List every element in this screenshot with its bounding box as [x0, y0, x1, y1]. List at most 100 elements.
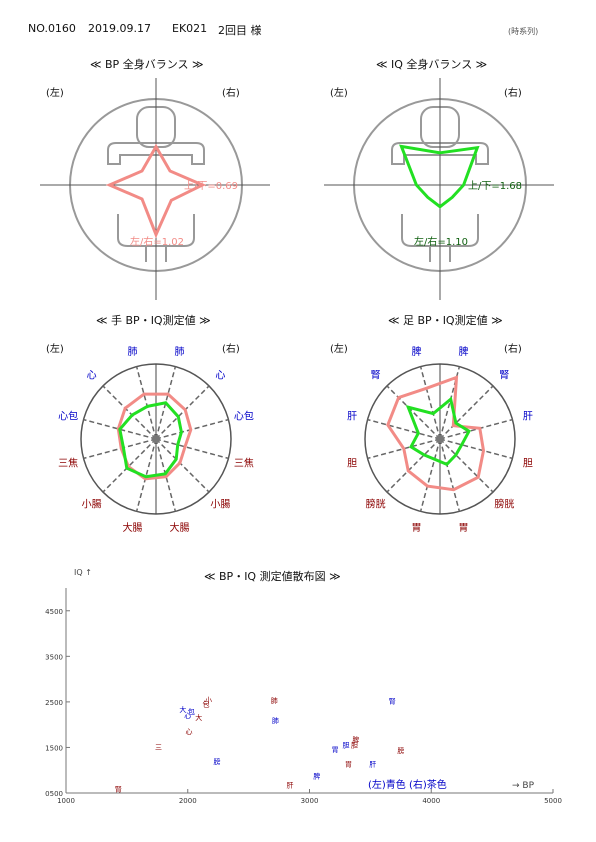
bp-ratio-updown: 上/下=0.69: [184, 180, 238, 192]
radar-axis-label: 肺: [175, 346, 185, 358]
scatter-point: 包: [203, 699, 210, 708]
x-tick-label: 4000: [422, 797, 440, 805]
radar-axis-label: 心包: [234, 409, 254, 422]
scatter-point: 胆: [351, 741, 358, 749]
radar-axis-line: [439, 366, 461, 440]
radar-axis-label: 胃: [459, 522, 469, 534]
iq-balance-title: ≪ IQ 全身バランス ≫: [376, 58, 488, 71]
scatter-point: 大: [179, 705, 186, 714]
radar-axis-label: 三焦: [234, 457, 254, 470]
radar-axis-line: [439, 418, 513, 440]
radar-axis-line: [439, 438, 461, 512]
scatter-title: ≪ BP・IQ 測定値散布図 ≫: [204, 570, 341, 583]
radar-axis-label: 膀胱: [494, 497, 514, 510]
radar-axis-line: [439, 438, 513, 460]
radar-axis-line: [367, 438, 441, 460]
scatter-point: 胆: [343, 741, 350, 749]
scatter-point: 心: [184, 712, 191, 720]
hand-right-label: (右): [222, 344, 240, 355]
iq-balance-polygon: [399, 144, 480, 209]
foot-title: ≪ 足 BP・IQ測定値 ≫: [388, 314, 503, 327]
scatter-point: 小: [205, 695, 212, 704]
radar-axis-line: [155, 366, 177, 440]
x-tick-label: 5000: [544, 797, 562, 805]
hand-left-label: (左): [46, 344, 64, 355]
scatter-point: 肝: [287, 782, 294, 790]
bp-balance-title: ≪ BP 全身バランス ≫: [90, 58, 204, 71]
radar-axis-label: 大腸: [122, 521, 142, 534]
radar-axis-line: [155, 438, 177, 512]
radar-axis-line: [135, 438, 157, 512]
iq-right-label: (右): [504, 88, 522, 99]
radar-axis-label: 腎: [371, 370, 381, 382]
x-tick-label: 2000: [179, 797, 197, 805]
radar-axis-label: 心: [87, 370, 97, 382]
radar-axis-line: [102, 438, 157, 493]
y-axis-label: IQ ↑: [74, 568, 92, 577]
radar-axis-line: [439, 438, 494, 493]
scatter-point: 腎: [115, 785, 122, 794]
radar-series-bp: [386, 375, 486, 492]
bp-ratio-leftright: 左/右=1.02: [130, 235, 184, 248]
scatter-point: 肝: [369, 761, 376, 769]
radar-series-iq: [118, 401, 183, 479]
radar-axis-label: 胆: [347, 458, 357, 470]
radar-axis-label: 膀胱: [366, 497, 386, 510]
record-code: EK021: [172, 22, 208, 35]
scatter-point: 心: [185, 728, 192, 736]
scatter-point: 胃: [345, 761, 352, 769]
radar-axis-label: 脾: [411, 345, 421, 358]
radar-axis-label: 胃: [411, 522, 421, 534]
y-tick-label: 3500: [45, 653, 63, 661]
radar-axis-label: 肝: [523, 410, 533, 422]
radar-axis-label: 三焦: [58, 457, 78, 470]
hand-title: ≪ 手 BP・IQ測定値 ≫: [96, 314, 211, 327]
scatter-point: 胃: [332, 746, 339, 754]
scatter-point: 脾: [352, 735, 359, 744]
scatter-legend: (左)青色 (右)茶色: [368, 778, 447, 791]
x-axis-label: → BP: [512, 781, 535, 791]
iq-ratio-leftright: 左/右=1.10: [414, 235, 468, 248]
radar-axis-line: [386, 385, 441, 440]
radar-axis-line: [83, 418, 157, 440]
x-tick-label: 3000: [301, 797, 319, 805]
header-note: (時系列): [508, 27, 539, 36]
radar-axis-line: [135, 366, 157, 440]
bp-right-label: (右): [222, 88, 240, 99]
foot-left-label: (左): [330, 344, 348, 355]
scatter-point: 包: [188, 707, 195, 716]
bp-left-label: (左): [46, 88, 64, 99]
iq-left-label: (左): [330, 88, 348, 99]
radar-axis-label: 心: [215, 370, 225, 382]
radar-axis-line: [367, 418, 441, 440]
radar-axis-line: [419, 366, 441, 440]
bp-balance-polygon: [105, 143, 207, 239]
radar-axis-line: [439, 385, 494, 440]
radar-axis-line: [83, 438, 157, 460]
scatter-point: 腎: [389, 697, 396, 706]
radar-axis-label: 心包: [58, 409, 78, 422]
x-tick-label: 1000: [57, 797, 75, 805]
radar-axis-line: [155, 438, 210, 493]
y-tick-label: 1500: [45, 744, 63, 752]
radar-axis-label: 小腸: [210, 498, 230, 510]
scatter-point: 膀: [397, 746, 404, 755]
radar-axis-line: [386, 438, 441, 493]
iq-ratio-updown: 上/下=1.68: [468, 180, 522, 192]
scatter-point: 大: [195, 713, 202, 722]
radar-axis-line: [155, 438, 229, 460]
radar-axis-label: 脾: [459, 345, 469, 358]
record-number: NO.0160: [28, 22, 76, 35]
record-date: 2019.09.17: [88, 22, 151, 35]
scatter-point: 肺: [271, 697, 278, 705]
radar-center-dot: [436, 435, 444, 443]
radar-axis-label: 胆: [523, 458, 533, 470]
scatter-point: 三: [155, 744, 162, 752]
y-tick-label: 0500: [45, 790, 63, 798]
y-tick-label: 2500: [45, 699, 63, 707]
scatter-point: 膀: [213, 757, 220, 766]
